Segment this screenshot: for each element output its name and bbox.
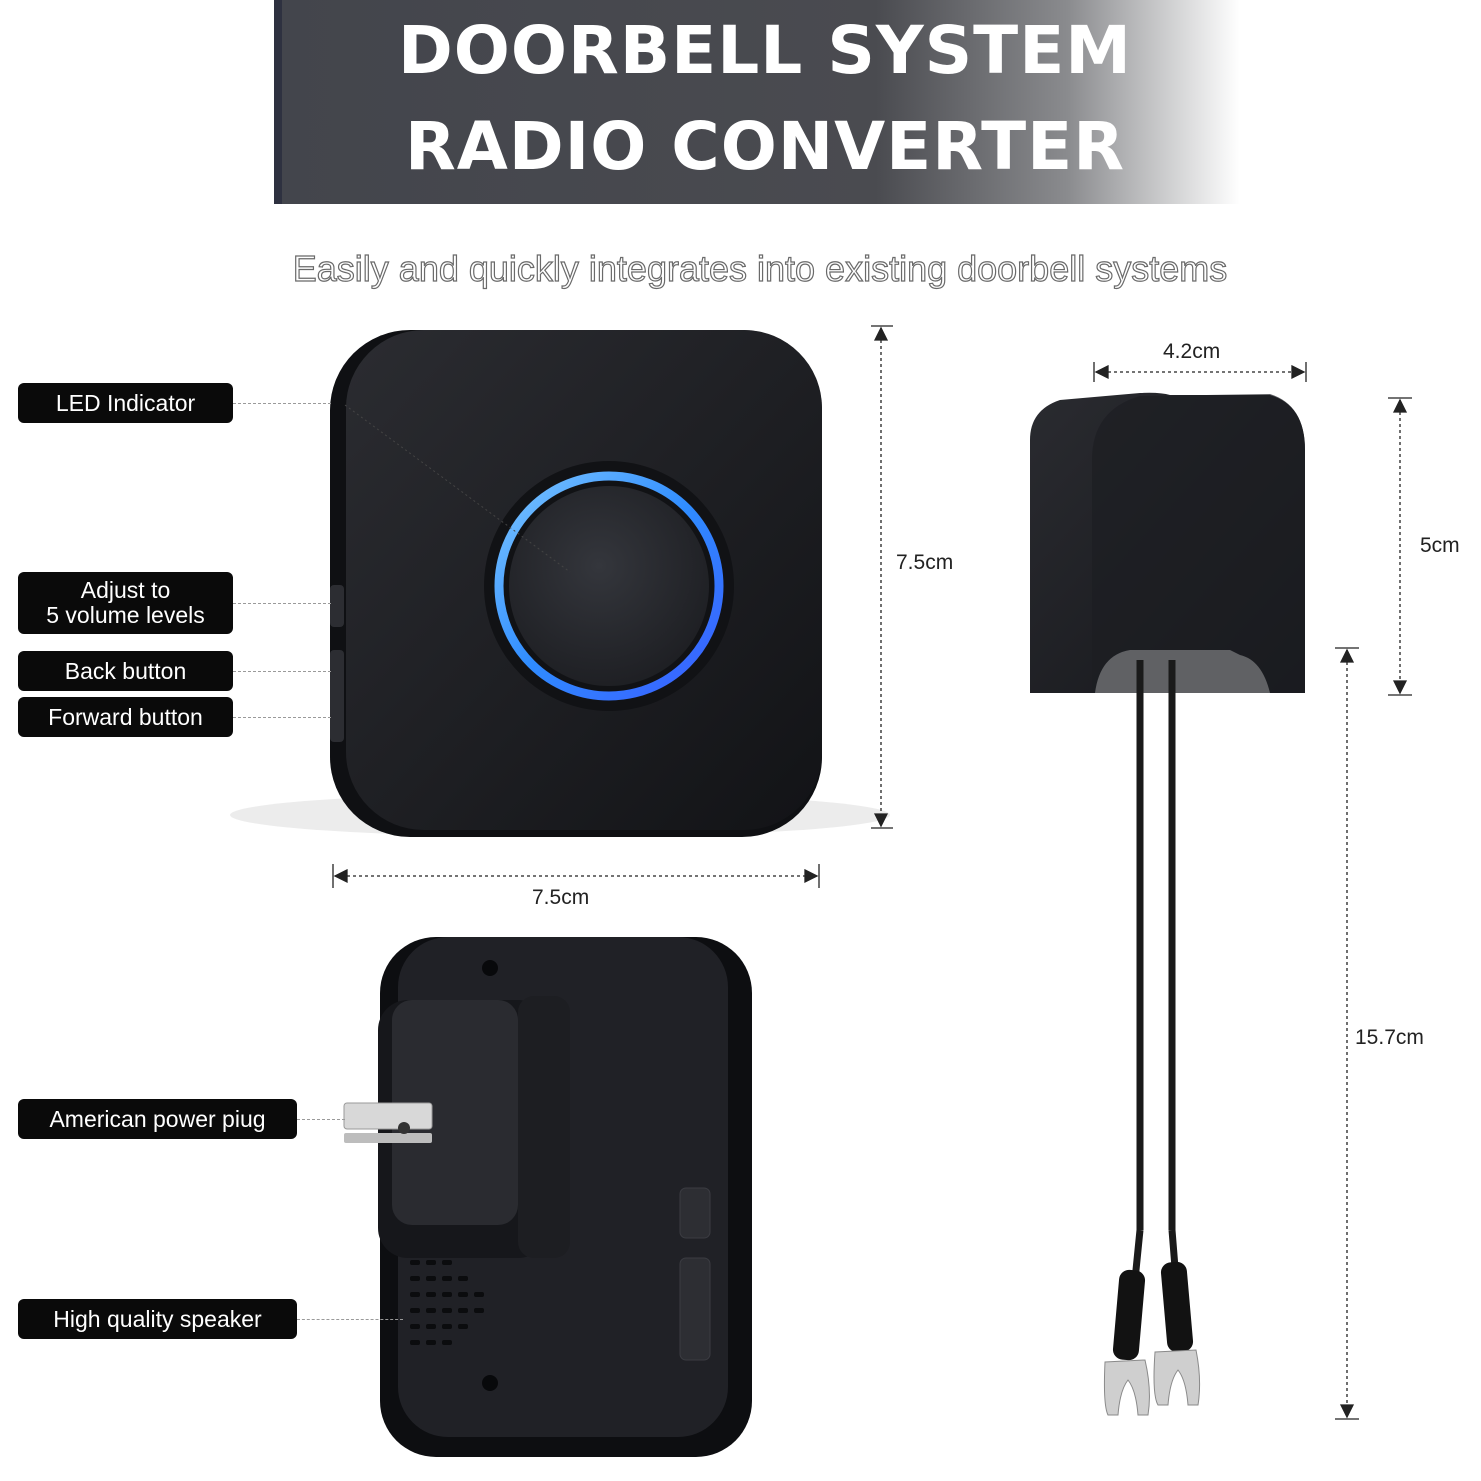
wire-length-label: 15.7cm [1355,1026,1424,1049]
led-indicator-label: LED Indicator [18,383,233,423]
speaker-label: High quality speaker [18,1299,297,1339]
receiver-back [343,937,752,1457]
back-button-label: Back button [18,651,233,691]
plug-leader [297,1119,345,1120]
receiver-front [230,330,890,837]
speaker-leader [297,1319,403,1320]
volume-label-line-2: 5 volume levels [46,602,205,628]
title-banner: DOORBELL SYSTEM RADIO CONVERTER [274,0,1240,204]
converter-width-label: 4.2cm [1163,340,1221,363]
volume-label-line-1: Adjust to [80,577,171,603]
forward-button-label: Forward button [18,697,233,737]
power-plug-label: American power piug [18,1099,297,1139]
converter-unit [1030,392,1305,1416]
subtitle: Easily and quickly integrates into exist… [292,247,1228,289]
receiver-width-label: 7.5cm [532,886,590,909]
back-leader [233,671,331,672]
forward-leader [233,717,331,718]
led-leader [233,403,331,404]
volume-label: Adjust to 5 volume levels [18,572,233,634]
title-line-2: RADIO CONVERTER [404,108,1126,185]
title-line-1: DOORBELL SYSTEM [398,12,1132,89]
volume-leader [233,603,331,604]
receiver-height-label: 7.5cm [896,551,954,574]
converter-height-label: 5cm [1420,534,1460,557]
dimension-lines [332,325,1412,1420]
